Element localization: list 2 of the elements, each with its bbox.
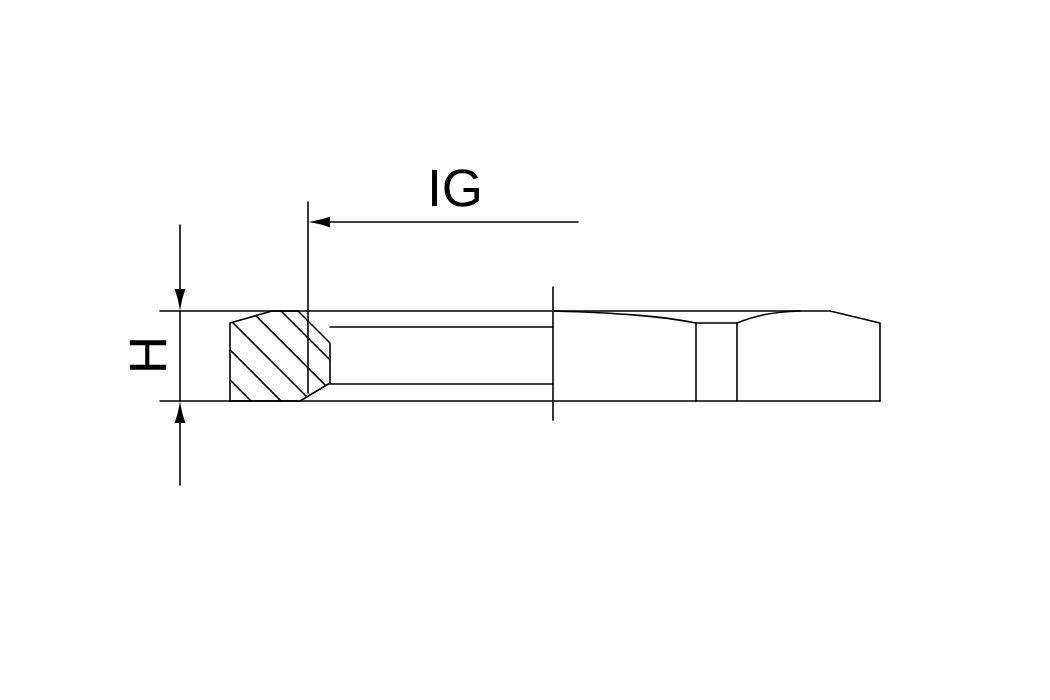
dimension-label: H (129, 340, 167, 370)
dimension-label: IG (432, 169, 479, 207)
